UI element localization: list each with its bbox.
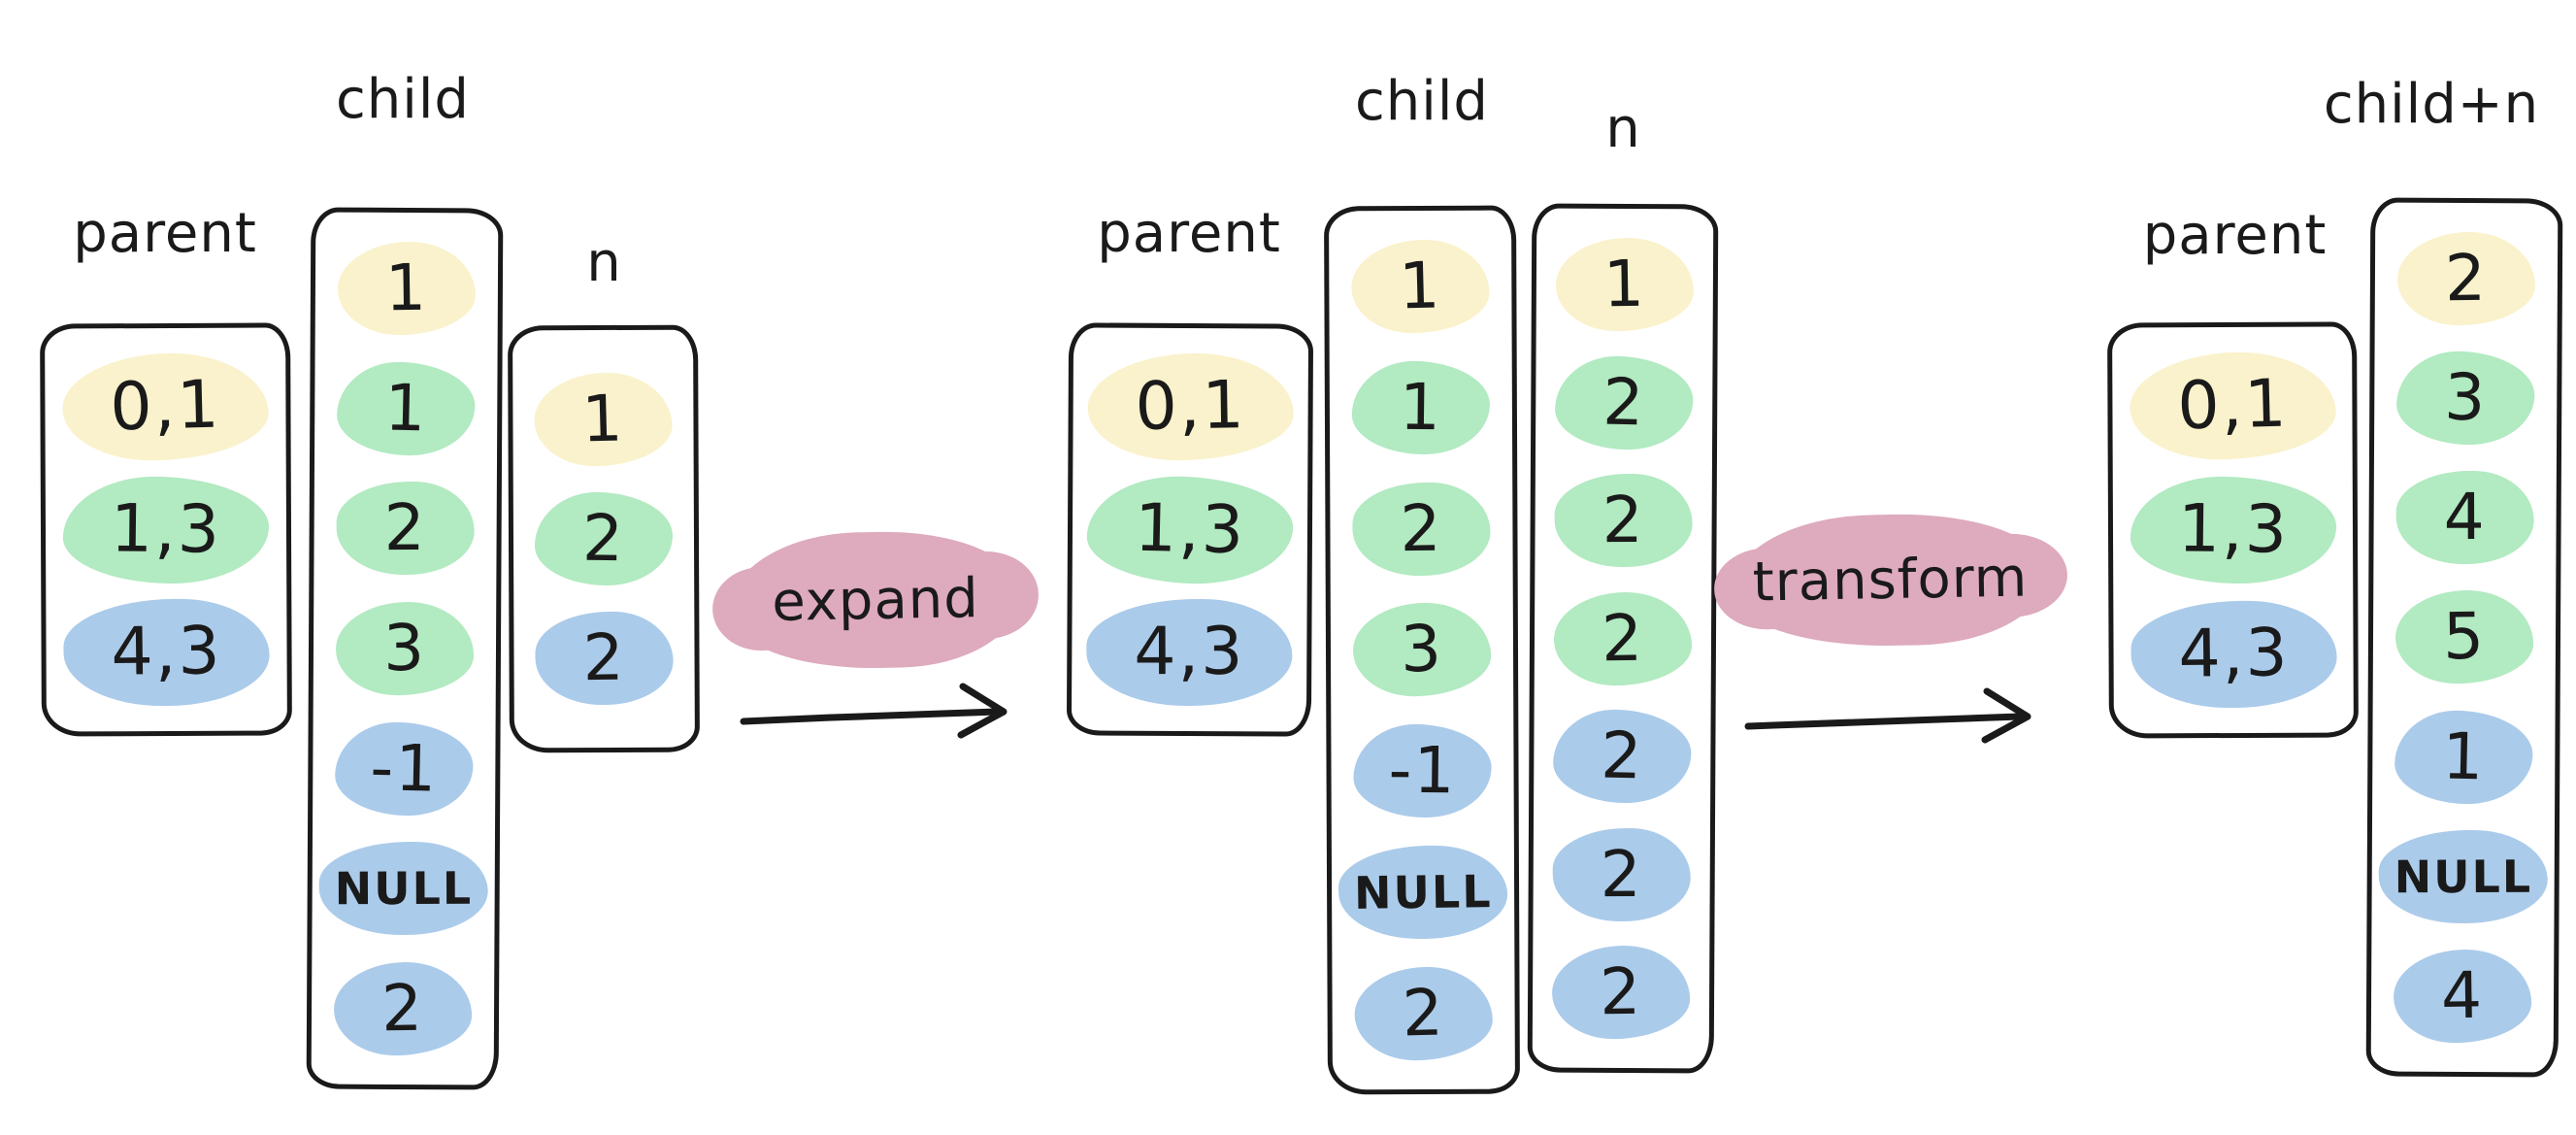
input-n-label: n <box>586 231 622 294</box>
expanded-parent-column: 0,1 1,3 4,3 <box>1066 322 1314 737</box>
table-cell: 2 <box>2396 230 2536 327</box>
table-cell: 2 <box>1552 827 1691 921</box>
table-cell: 2 <box>1553 590 1693 686</box>
expand-step-badge: expand <box>728 529 1023 671</box>
table-cell: 1,3 <box>2129 475 2337 585</box>
table-cell: 1 <box>337 240 477 337</box>
transform-step-badge: transform <box>1731 512 2050 649</box>
table-cell: 2 <box>534 491 674 586</box>
transform-step-label: transform <box>1752 546 2029 615</box>
input-parent-column: 0,1 1,3 4,3 <box>40 322 292 737</box>
table-cell: 1 <box>533 371 674 468</box>
table-cell: 4,3 <box>62 597 271 708</box>
table-cell: 4,3 <box>2130 599 2337 710</box>
table-cell: 4 <box>2393 948 2532 1045</box>
table-cell: NULL <box>318 841 489 936</box>
result-parent-label: parent <box>2142 204 2328 267</box>
result-parent-column: 0,1 1,3 4,3 <box>2107 321 2359 739</box>
table-cell: 2 <box>534 611 675 706</box>
table-cell: 3 <box>1351 601 1493 699</box>
table-cell: 2 <box>1551 944 1691 1041</box>
expanded-n-label: n <box>1605 97 1641 160</box>
table-cell: NULL <box>2378 829 2549 924</box>
table-cell: 1 <box>1351 360 1491 455</box>
input-parent-label: parent <box>73 202 257 265</box>
table-cell: -1 <box>334 720 475 818</box>
table-cell: 2 <box>1351 481 1492 577</box>
table-cell: 2 <box>333 960 473 1057</box>
table-cell: 2 <box>1554 354 1695 451</box>
table-cell: 2 <box>1554 473 1693 568</box>
expand-step-label: expand <box>771 566 980 634</box>
expand-arrow <box>740 683 1007 739</box>
expanded-child-label: child <box>1355 70 1489 133</box>
table-cell: 0,1 <box>1086 351 1295 462</box>
table-cell: 0,1 <box>2128 350 2337 462</box>
table-cell: 4,3 <box>1086 598 1293 707</box>
table-cell: 5 <box>2394 589 2534 685</box>
table-cell: 1,3 <box>62 475 270 584</box>
input-n-column: 1 2 2 <box>508 324 700 753</box>
transform-arrow <box>1744 687 2031 744</box>
table-cell: 1 <box>1555 236 1695 333</box>
table-cell: 4 <box>2395 471 2534 565</box>
expanded-parent-label: parent <box>1097 202 1281 265</box>
table-cell: -1 <box>1353 723 1493 819</box>
table-cell: 2 <box>1552 708 1693 805</box>
table-cell: NULL <box>1338 845 1508 941</box>
table-cell: 3 <box>2395 350 2536 447</box>
table-cell: 1 <box>1350 238 1491 335</box>
table-cell: 2 <box>336 482 475 576</box>
table-cell: 1,3 <box>1085 474 1295 585</box>
table-cell: 1 <box>2394 709 2534 806</box>
table-cell: 2 <box>1353 965 1494 1062</box>
table-cell: 3 <box>335 600 475 697</box>
table-cell: 0,1 <box>61 351 270 463</box>
result-child-plus-n-label: child+n <box>2323 73 2540 136</box>
table-cell: 1 <box>336 360 477 457</box>
input-child-label: child <box>336 68 470 131</box>
expanded-n-column: 1 2 2 2 2 2 2 <box>1527 203 1719 1074</box>
